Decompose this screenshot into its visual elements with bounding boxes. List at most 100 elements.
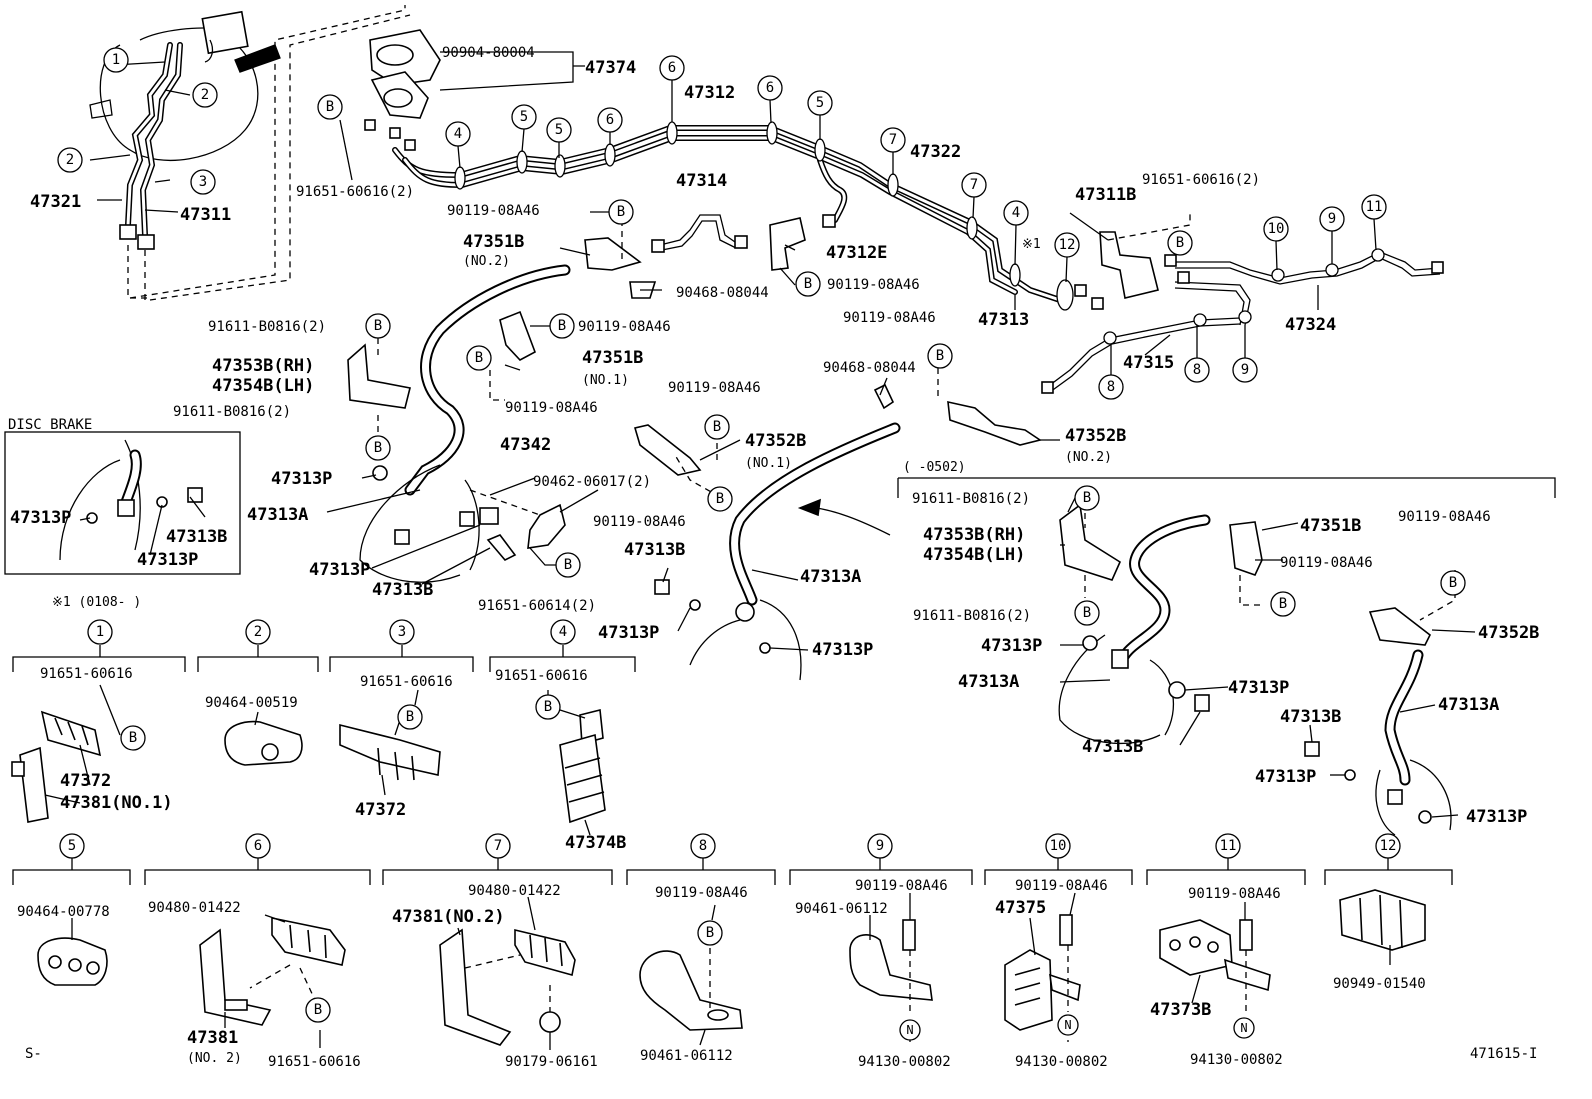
svg-text:B: B (374, 440, 382, 456)
svg-text:B: B (1449, 575, 1457, 591)
label-47313p: 47313P (309, 560, 370, 580)
svg-text:6: 6 (606, 112, 614, 128)
svg-text:B: B (716, 491, 724, 507)
legend-label: 94130-00802 (858, 1054, 951, 1070)
legend-label: 90461-06112 (795, 901, 888, 917)
legend-label: 47374B (565, 833, 626, 853)
legend-label: 94130-00802 (1190, 1052, 1283, 1068)
label-90468-08044: 90468-08044 (823, 360, 916, 376)
label-90119-08a46: 90119-08A46 (593, 514, 686, 530)
legend-callout-1: 1 (87, 619, 113, 645)
label-47352b-no1: 47352B (745, 431, 806, 451)
svg-text:6: 6 (668, 60, 676, 76)
label-91651-60616-2: 91651-60616(2) (296, 184, 414, 200)
legend-label: 90119-08A46 (1188, 886, 1281, 902)
label-47313a: 47313A (1438, 695, 1499, 715)
svg-text:2: 2 (201, 87, 209, 103)
legend-label: (NO. 2) (187, 1051, 242, 1066)
label-47352b-no2: 47352B (1065, 426, 1126, 446)
svg-text:B: B (129, 730, 137, 746)
label-no1: (NO.1) (745, 456, 792, 471)
svg-text:N: N (906, 1023, 913, 1037)
label-90119-08a46: 90119-08A46 (578, 319, 671, 335)
callout-12: 12 (1054, 232, 1080, 258)
label-47342: 47342 (500, 435, 551, 455)
callout-b: B (317, 94, 343, 120)
label-47353b-rh: 47353B(RH) (212, 356, 314, 376)
footer-mark: S- (25, 1046, 42, 1062)
label-90119-08a46: 90119-08A46 (505, 400, 598, 416)
callout-b: B (704, 414, 730, 440)
svg-text:5: 5 (555, 122, 563, 138)
legend-callout-11: 11 (1215, 833, 1241, 859)
legend-callout-5: 5 (59, 833, 85, 859)
label-47313b: 47313B (1082, 737, 1143, 757)
svg-text:12: 12 (1380, 838, 1397, 854)
svg-text:B: B (374, 318, 382, 334)
svg-text:4: 4 (454, 126, 462, 142)
label-47313p: 47313P (137, 550, 198, 570)
svg-text:B: B (706, 925, 714, 941)
callout-6: 6 (757, 75, 783, 101)
callout-n: N (1057, 1014, 1079, 1036)
callout-b: B (608, 199, 634, 225)
legend-callout-4: 4 (550, 619, 576, 645)
svg-text:B: B (713, 419, 721, 435)
label-47374: 47374 (585, 58, 636, 78)
svg-text:B: B (804, 276, 812, 292)
callout-11: 11 (1361, 194, 1387, 220)
legend-part-drawings (11, 709, 1426, 1046)
label-91651-60614-2: 91651-60614(2) (478, 598, 596, 614)
callout-3: 3 (190, 169, 216, 195)
callout-n: N (1233, 1017, 1255, 1039)
disc-brake-title: DISC BRAKE (8, 417, 92, 433)
label-47312e: 47312E (826, 243, 887, 263)
callout-b: B (549, 313, 575, 339)
note1-label: ※1 (0108- ) (52, 595, 141, 610)
legend-label: 47375 (995, 898, 1046, 918)
legend-callout-12: 12 (1375, 833, 1401, 859)
legend-label: 90464-00519 (205, 695, 298, 711)
label-91651-60616-2: 91651-60616(2) (1142, 172, 1260, 188)
svg-text:3: 3 (199, 174, 207, 190)
legend-callout-6: 6 (245, 833, 271, 859)
callout-8: 8 (1098, 374, 1124, 400)
label-47352b: 47352B (1478, 623, 1539, 643)
callout-b: B (927, 343, 953, 369)
date-range-label: ( -0502) (903, 460, 966, 475)
svg-text:4: 4 (1012, 205, 1020, 221)
callout-4: 4 (445, 121, 471, 147)
legend-label: 47381(NO.1) (60, 793, 173, 813)
label-91611-b0816-2: 91611-B0816(2) (913, 608, 1031, 624)
svg-text:4: 4 (559, 624, 567, 640)
callout-b: B (795, 271, 821, 297)
main-labels: 47374 90904-80004 47312 47322 47314 4731… (8, 45, 1336, 660)
label-47313p: 47313P (812, 640, 873, 660)
label-90468-08044: 90468-08044 (676, 285, 769, 301)
svg-text:10: 10 (1050, 838, 1067, 854)
legend-label: 90480-01422 (468, 883, 561, 899)
inset-labels: 91611-B0816(2) 47353B(RH) 47354B(LH) 916… (912, 491, 1539, 827)
svg-text:1: 1 (96, 624, 104, 640)
legend-label: 91651-60616 (40, 666, 133, 682)
legend-label: 47381 (187, 1028, 238, 1048)
svg-text:8: 8 (699, 838, 707, 854)
label-47313p: 47313P (598, 623, 659, 643)
legend-callout-9: 9 (867, 833, 893, 859)
label-47313p: 47313P (271, 469, 332, 489)
legend-label: 47373B (1150, 1000, 1211, 1020)
callout-1: 1 (103, 47, 129, 73)
label-47311b: 47311B (1075, 185, 1136, 205)
callout-5: 5 (546, 117, 572, 143)
svg-text:N: N (1240, 1021, 1247, 1035)
legend-callout-3: 3 (389, 619, 415, 645)
callout-b: B (365, 435, 391, 461)
brackets-and-hoses (347, 29, 1444, 681)
svg-text:5: 5 (68, 838, 76, 854)
label-91611-b0816-2: 91611-B0816(2) (912, 491, 1030, 507)
label-47353b-rh: 47353B(RH) (923, 525, 1025, 545)
label-47313a: 47313A (958, 672, 1019, 692)
label-47313a: 47313A (800, 567, 861, 587)
legend-label: 91651-60616 (495, 668, 588, 684)
label-90119-08a46: 90119-08A46 (843, 310, 936, 326)
